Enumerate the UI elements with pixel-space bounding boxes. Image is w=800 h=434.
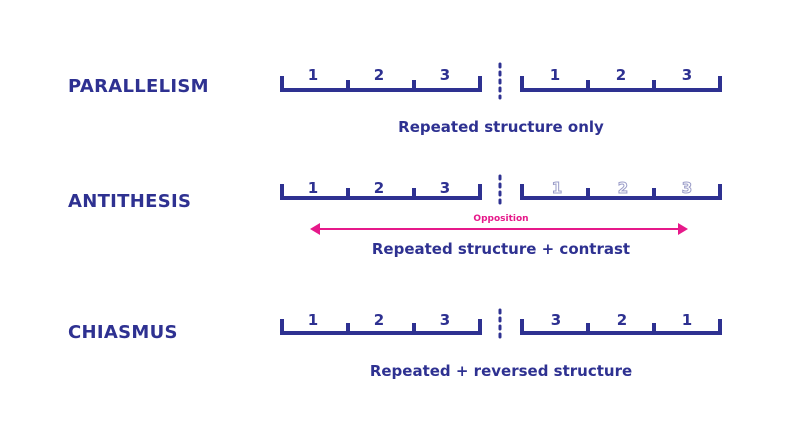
right-number-3-antithesis: 3 [682,179,692,197]
left-number-2-antithesis: 2 [374,179,384,197]
right-number-3-chiasmus: 1 [682,311,692,329]
caption-parallelism: Repeated structure only [398,118,604,136]
opposition-label-background [470,212,532,224]
row-label-chiasmus: CHIASMUS [68,322,178,343]
opposition-arrow-left-head [310,223,320,235]
caption-chiasmus: Repeated + reversed structure [370,362,632,380]
left-number-1-antithesis: 1 [308,179,318,197]
left-number-3-antithesis: 3 [440,179,450,197]
right-number-1-antithesis: 1 [552,179,562,197]
caption-antithesis: Repeated structure + contrast [372,240,630,258]
right-bracket-antithesis [520,184,722,200]
right-number-3-parallelism: 3 [682,66,692,84]
opposition-label: Opposition [473,214,528,224]
left-number-1-chiasmus: 1 [308,311,318,329]
row-label-antithesis: ANTITHESIS [68,191,191,212]
opposition-arrow: Opposition [310,212,688,235]
left-number-1-parallelism: 1 [308,66,318,84]
left-number-2-parallelism: 2 [374,66,384,84]
right-number-2-parallelism: 2 [616,66,626,84]
row-label-parallelism: PARALLELISM [68,76,209,97]
right-number-2-antithesis: 2 [618,179,628,197]
left-bracket-chiasmus [280,319,482,335]
left-bracket-antithesis [280,184,482,200]
left-number-3-parallelism: 3 [440,66,450,84]
right-number-2-chiasmus: 2 [617,311,627,329]
row-parallelism: PARALLELISM 1 2 3 1 2 3 Repeated structu… [68,62,722,136]
right-bracket-chiasmus [520,319,722,335]
right-number-1-parallelism: 1 [550,66,560,84]
opposition-arrow-right-head [678,223,688,235]
left-number-2-chiasmus: 2 [374,311,384,329]
left-number-3-chiasmus: 3 [440,311,450,329]
row-antithesis: ANTITHESIS 1 2 3 1 2 3 Opposition Repeat… [68,174,722,258]
right-bracket-parallelism [520,76,722,92]
row-chiasmus: CHIASMUS 1 2 3 3 2 1 Repeated + reversed… [68,308,722,380]
right-number-1-chiasmus: 3 [551,311,561,329]
left-bracket-parallelism [280,76,482,92]
